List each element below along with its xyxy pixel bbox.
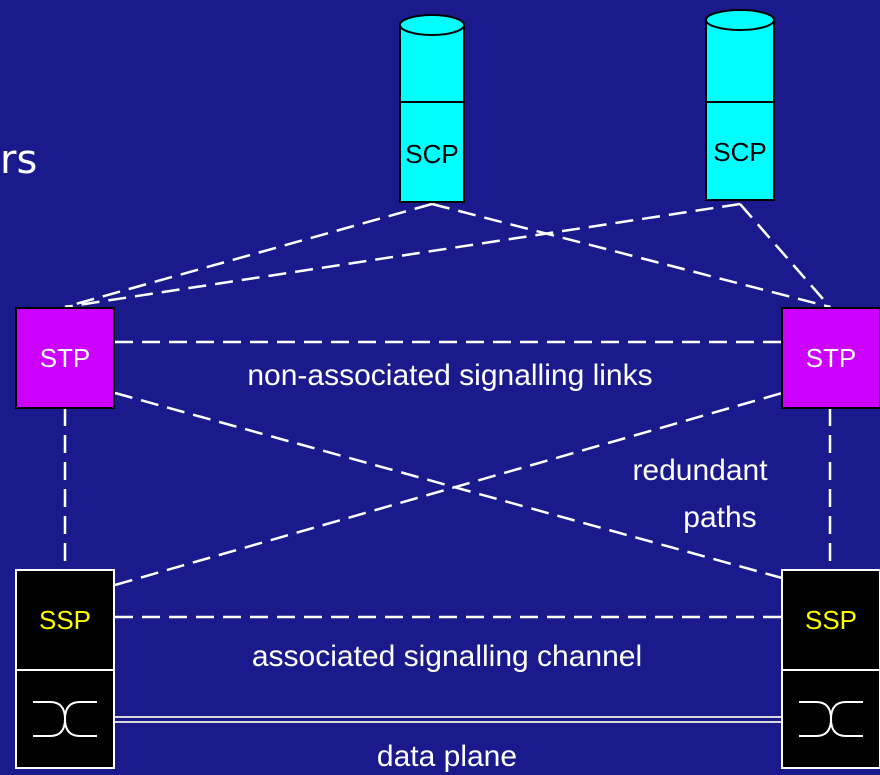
associated-channel-label: associated signalling channel — [252, 640, 642, 673]
ssp-left-label: SSP — [39, 605, 91, 635]
stp-right-label: STP — [806, 343, 857, 373]
link-scp-left-to-stp-right — [431, 202, 831, 309]
ssp-left-node: SSP — [15, 569, 115, 769]
data-plane-label: data plane — [377, 740, 517, 773]
redundant-paths-label-line2: paths — [683, 501, 756, 534]
stp-left-node: STP — [15, 307, 115, 409]
ssp-right-label: SSP — [805, 605, 857, 635]
link-scp-left-to-stp-left — [64, 202, 433, 309]
scp-right-node: SCP — [705, 9, 775, 201]
link-scp-right-to-stp-right — [739, 203, 831, 308]
database-cylinder-icon — [399, 25, 465, 113]
scp-left-label: SCP — [405, 139, 458, 169]
ssp-right-node: SSP — [781, 569, 880, 769]
switch-crossover-icon — [33, 701, 97, 737]
link-stp-left-to-ssp-right — [114, 391, 783, 580]
link-ssp-left-to-stp-right — [114, 391, 783, 587]
stp-left-label: STP — [40, 343, 91, 373]
redundant-paths-label-line1: redundant — [632, 454, 768, 487]
stp-right-node: STP — [781, 307, 880, 409]
data-plane-line — [115, 716, 782, 723]
scp-right-label: SCP — [713, 137, 766, 167]
link-scp-right-to-stp-left — [64, 202, 741, 309]
signalling-links — [63, 202, 832, 619]
database-cylinder-icon — [705, 20, 775, 113]
non-associated-links-label: non-associated signalling links — [247, 359, 652, 392]
switch-crossover-icon — [799, 701, 863, 737]
scp-left-node: SCP — [399, 14, 465, 203]
slide-title-fragment: rs — [0, 137, 38, 183]
